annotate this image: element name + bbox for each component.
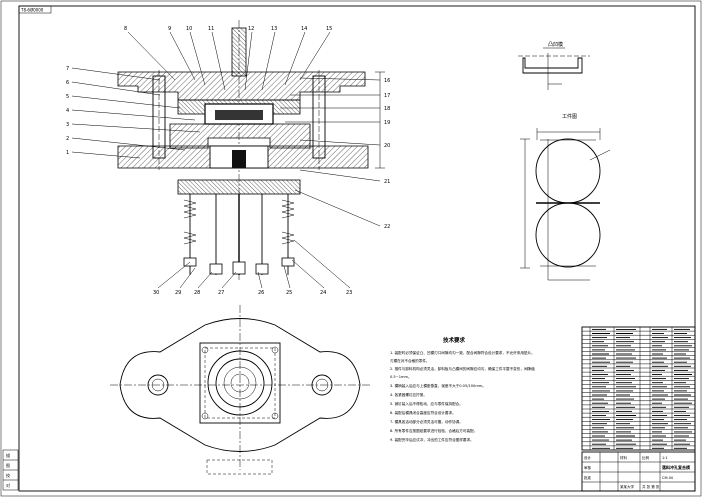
corner-tag-box: [18, 5, 52, 14]
part-a-title: 凸凹模: [548, 41, 563, 48]
left-side-strip: 描 图 校 对: [2, 449, 19, 491]
balloon-16: 16: [384, 78, 390, 84]
tb-material: 材料: [620, 455, 628, 460]
note-line-1: 刃模在对不合格的零件。: [390, 358, 430, 363]
balloon-5: 5: [66, 94, 69, 100]
note-line-10: 9. 装配完毕后应试冲，冲出的工件应符合图样要求。: [390, 437, 474, 442]
tb-drawing-name: 落料冲孔复合模: [662, 464, 691, 470]
balloon-10: 10: [186, 26, 192, 32]
balloon-11: 11: [208, 26, 214, 32]
balloon-22: 22: [384, 224, 390, 230]
balloon-24: 24: [320, 290, 326, 296]
balloon-20: 20: [384, 143, 390, 149]
balloon-13: 13: [271, 26, 277, 32]
balloon-7: 7: [66, 66, 69, 72]
side-strip-3: 对: [6, 482, 10, 488]
part-a-profile: [522, 57, 583, 74]
note-line-9: 8. 所有零件应按图纸要求进行检验，合格后方可装配。: [390, 428, 477, 433]
leaders-bottom: [157, 239, 351, 289]
technical-notes: 技术要求 1. 装配时必须保证凸、凹模刃口间隙均匀一致，配合间隙符合设计要求，不…: [390, 336, 535, 442]
balloons-right: 16 17 18 19 20 21 22: [384, 78, 390, 230]
note-line-4: 3. 模柄装入后应与上模座垂直，误差不大于0.05/100mm。: [390, 383, 486, 388]
balloon-2: 2: [66, 136, 69, 142]
balloon-21: 21: [384, 179, 390, 185]
balloons-bottom: 30 29 28 27 26 25 24 23: [153, 290, 352, 296]
balloon-27: 27: [218, 290, 224, 296]
leaders-left: [71, 67, 201, 159]
balloon-18: 18: [384, 106, 390, 112]
main-section-view: [117, 20, 385, 280]
corner-tag: T8-6Ø0000: [20, 8, 44, 13]
note-line-6: 5. 销钉装入后不得松动，应与零件保持配合。: [390, 401, 463, 406]
balloon-30: 30: [153, 290, 159, 296]
note-line-3: 0.5~1mm。: [390, 375, 412, 379]
balloon-29: 29: [175, 290, 181, 296]
balloon-23: 23: [346, 290, 352, 296]
balloon-28: 28: [194, 290, 200, 296]
detail-part-b: 工件图: [520, 113, 611, 281]
balloon-6: 6: [66, 80, 69, 86]
balloon-3: 3: [66, 122, 69, 128]
balloons-left: 7 6 5 4 3 2 1: [66, 66, 69, 156]
inner-border: [18, 5, 696, 492]
balloon-9: 9: [168, 26, 171, 32]
bom-table: [581, 326, 696, 451]
side-strip-2: 校: [6, 472, 10, 478]
side-strip-0: 描: [6, 452, 10, 458]
bottom-plate: [177, 179, 301, 195]
tb-scale-label: 比例: [642, 455, 650, 460]
tb-drawing-no: CM-00: [662, 476, 673, 480]
balloon-19: 19: [384, 120, 390, 126]
notes-title: 技术要求: [443, 336, 466, 344]
tb-sheet: 共 张 第 张: [642, 484, 660, 489]
spring-rods: [183, 194, 295, 275]
side-strip-1: 图: [6, 462, 10, 468]
balloon-26: 26: [258, 290, 264, 296]
balloons-top: 8 9 10 11 12 13 14 15: [124, 26, 332, 32]
balloon-8: 8: [124, 26, 127, 32]
tb-designer: 设计: [584, 455, 592, 460]
die-plate: [169, 123, 311, 149]
note-line-5: 4. 各紧固螺钉应拧紧。: [390, 392, 427, 397]
balloon-12: 12: [248, 26, 254, 32]
part-b-title: 工件图: [562, 113, 577, 120]
tb-scale: 1:1: [662, 456, 668, 460]
workpiece-upper: [535, 138, 601, 204]
balloon-1: 1: [66, 150, 69, 156]
title-block: 设计 审核 批准 材料 比例 1:1 落料冲孔复合模 CM-00 共 张 第 张…: [581, 451, 696, 492]
tb-school: 某某大学: [620, 484, 634, 489]
note-line-8: 7. 模具各活动部分必须灵活可靠，动作协调。: [390, 419, 463, 424]
leaders-top: [127, 31, 331, 91]
leaders-right: [280, 77, 381, 227]
workpiece-lower: [535, 202, 601, 268]
balloon-15: 15: [326, 26, 332, 32]
note-line-2: 2. 推件与卸料机构必须灵活，卸料板与凸模间的间隙应均匀，确保工件平整不变形，间…: [390, 366, 535, 371]
plan-view: [110, 305, 370, 475]
tb-approver: 批准: [584, 475, 592, 480]
balloon-4: 4: [66, 108, 69, 114]
balloon-25: 25: [286, 290, 292, 296]
balloon-14: 14: [301, 26, 307, 32]
detail-part-a: 凸凹模: [518, 41, 590, 90]
balloon-17: 17: [384, 93, 390, 99]
tb-checker: 审核: [584, 465, 592, 470]
note-line-0: 1. 装配时必须保证凸、凹模刃口间隙均匀一致，配合间隙符合设计要求，不允许采用垫…: [390, 350, 535, 355]
note-line-7: 6. 装配后模具闭合高度应符合设计要求。: [390, 410, 456, 415]
